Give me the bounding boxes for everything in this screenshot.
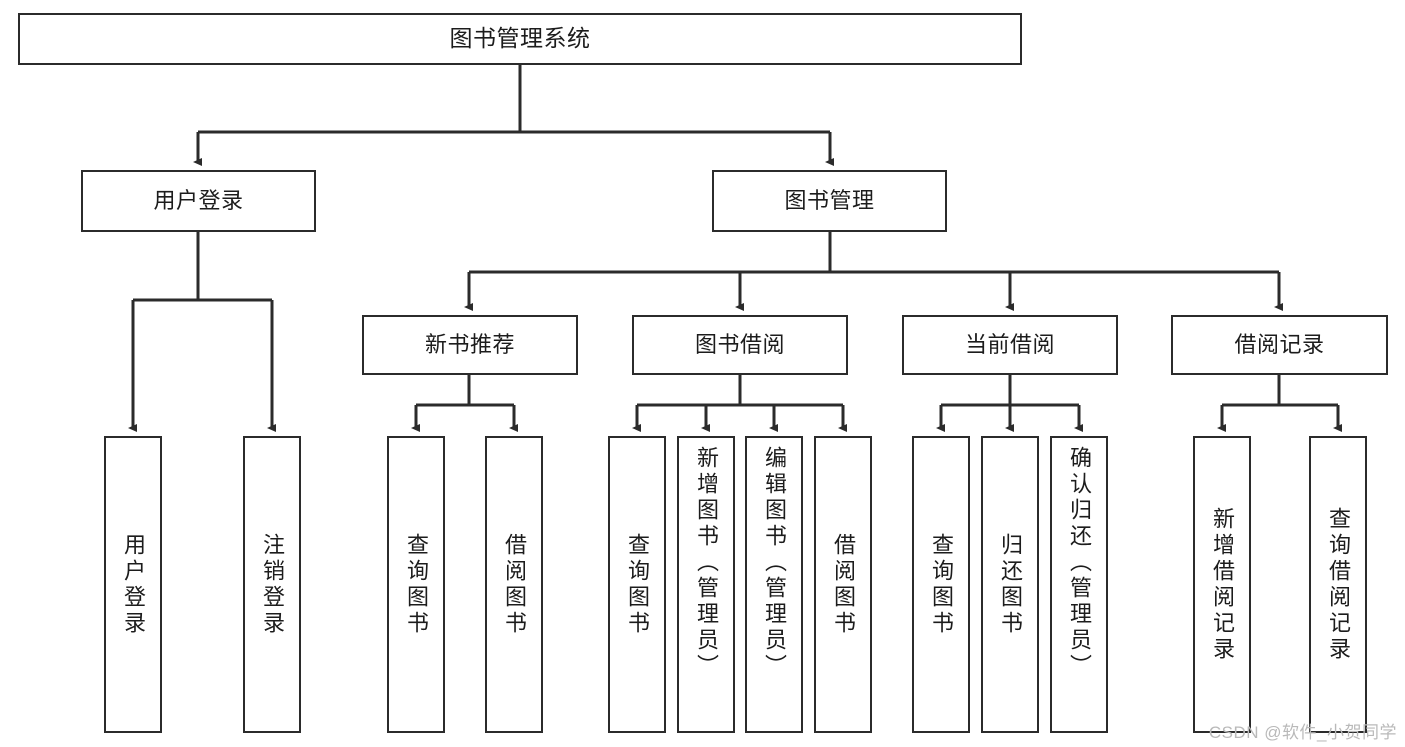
leaf-current-borrow-confirm-return[interactable]: 确认归还（管理员） [1050,436,1108,733]
leaf-user-login-logout[interactable]: 注销登录 [243,436,301,733]
node-label: 借阅图书 [831,532,856,637]
node-user-login[interactable]: 用户登录 [81,170,316,232]
node-label: 新增借阅记录 [1210,506,1235,663]
leaf-new-book-query[interactable]: 查询图书 [387,436,445,733]
node-borrow-record[interactable]: 借阅记录 [1171,315,1388,375]
leaf-current-borrow-return[interactable]: 归还图书 [981,436,1039,733]
node-label: 借阅图书 [502,532,527,637]
node-label: 查询图书 [929,532,954,637]
node-book-management[interactable]: 图书管理 [712,170,947,232]
node-label: 借阅记录 [1234,332,1325,358]
node-book-borrow[interactable]: 图书借阅 [632,315,848,375]
node-label: 图书管理 [784,188,875,214]
leaf-current-borrow-query[interactable]: 查询图书 [912,436,970,733]
node-label: 当前借阅 [964,332,1055,358]
leaf-book-borrow-borrow[interactable]: 借阅图书 [814,436,872,733]
node-label: 注销登录 [260,532,285,637]
node-label: 用户登录 [153,188,244,214]
leaf-borrow-record-query[interactable]: 查询借阅记录 [1309,436,1367,733]
node-label: 新增图书（管理员） [694,446,719,680]
node-label: 图书管理系统 [449,25,591,52]
node-label: 确认归还（管理员） [1067,446,1092,680]
node-current-borrow[interactable]: 当前借阅 [902,315,1118,375]
leaf-book-borrow-edit[interactable]: 编辑图书（管理员） [745,436,803,733]
watermark-text: CSDN @软件_小贺同学 [1208,723,1397,742]
node-label: 用户登录 [121,532,146,637]
node-label: 图书借阅 [694,332,785,358]
node-label: 查询图书 [404,532,429,637]
leaf-new-book-borrow[interactable]: 借阅图书 [485,436,543,733]
node-label: 查询借阅记录 [1326,506,1351,663]
leaf-user-login-login[interactable]: 用户登录 [104,436,162,733]
node-new-book-recommend[interactable]: 新书推荐 [362,315,578,375]
node-label: 编辑图书（管理员） [762,446,787,680]
leaf-book-borrow-query[interactable]: 查询图书 [608,436,666,733]
node-label: 新书推荐 [424,332,515,358]
leaf-book-borrow-add[interactable]: 新增图书（管理员） [677,436,735,733]
node-label: 查询图书 [625,532,650,637]
node-label: 归还图书 [998,532,1023,637]
leaf-borrow-record-add[interactable]: 新增借阅记录 [1193,436,1251,733]
node-root-system[interactable]: 图书管理系统 [18,13,1022,65]
